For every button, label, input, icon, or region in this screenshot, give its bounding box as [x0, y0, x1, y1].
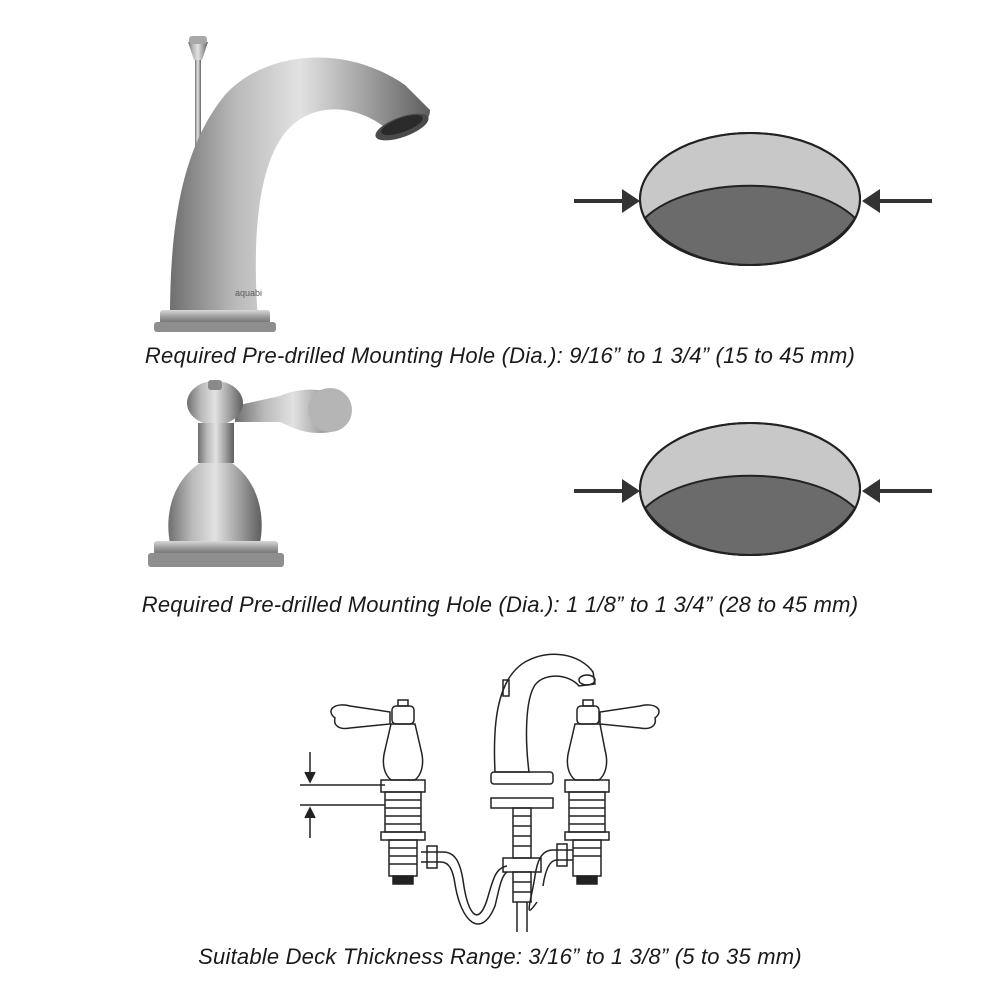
deck-thickness-arrows-icon — [300, 752, 385, 838]
left-handle-drawing — [330, 699, 426, 885]
faucet-assembly-diagram — [300, 653, 660, 932]
arrow-right-icon — [574, 189, 640, 213]
deck-thickness-caption: Suitable Deck Thickness Range: 3/16” to … — [198, 944, 802, 969]
mounting-hole-diagram-2 — [574, 422, 932, 557]
spout-faucet-image: aquabi — [154, 36, 430, 332]
arrow-right-icon — [574, 479, 640, 503]
arrow-left-icon — [862, 479, 932, 503]
handle-mounting-hole-caption: Required Pre-drilled Mounting Hole (Dia.… — [141, 592, 859, 617]
mounting-hole-icon — [639, 132, 861, 267]
spout-mounting-hole-caption: Required Pre-drilled Mounting Hole (Dia.… — [144, 343, 856, 368]
supply-hoses-drawing — [421, 843, 573, 925]
arrow-left-icon — [862, 189, 932, 213]
mounting-hole-icon — [639, 422, 861, 557]
mounting-hole-diagram-1 — [574, 132, 932, 267]
lever-handle-image — [148, 380, 352, 567]
spout-brand-label: aquabi — [235, 288, 262, 298]
right-handle-drawing — [564, 699, 660, 885]
center-spout-drawing — [490, 653, 596, 932]
